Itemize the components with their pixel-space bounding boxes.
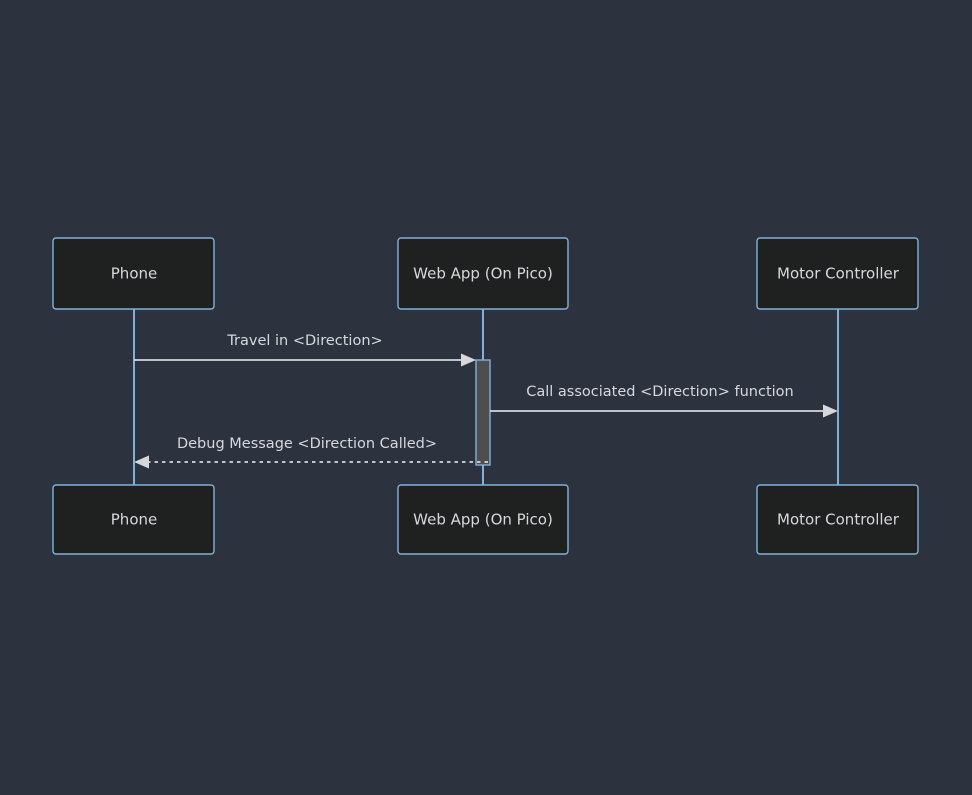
participant-label: Web App (On Pico) — [413, 511, 553, 529]
arrow-head-right-icon — [823, 404, 838, 418]
participant-label: Web App (On Pico) — [413, 265, 553, 283]
participant-top-phone[interactable]: Phone — [52, 237, 215, 310]
participant-label: Phone — [111, 511, 157, 529]
participant-box — [397, 237, 569, 310]
participant-label: Phone — [111, 265, 157, 283]
message-call-function: Call associated <Direction> function — [490, 384, 838, 418]
participant-box — [756, 237, 919, 310]
participant-top-motor[interactable]: Motor Controller — [756, 237, 919, 310]
participant-bottom-webapp[interactable]: Web App (On Pico) — [397, 484, 569, 555]
participant-label: Motor Controller — [777, 511, 900, 529]
arrow-head-left-icon — [134, 455, 149, 469]
participant-label: Motor Controller — [777, 265, 900, 283]
activation-box-webapp — [475, 359, 491, 466]
message-label: Debug Message <Direction Called> — [177, 436, 437, 452]
participant-box — [756, 484, 919, 555]
participant-box — [52, 484, 215, 555]
participant-top-webapp[interactable]: Web App (On Pico) — [397, 237, 569, 310]
message-travel: Travel in <Direction> — [134, 333, 476, 367]
message-debug: Debug Message <Direction Called> — [134, 436, 488, 469]
message-label: Call associated <Direction> function — [526, 384, 794, 400]
participant-box — [52, 237, 215, 310]
activations-layer — [475, 359, 491, 466]
participants-bottom: Phone Web App (On Pico) Motor Controller — [52, 484, 919, 555]
arrow-head-right-icon — [461, 353, 476, 367]
participant-box — [397, 484, 569, 555]
participant-bottom-motor[interactable]: Motor Controller — [756, 484, 919, 555]
participant-bottom-phone[interactable]: Phone — [52, 484, 215, 555]
message-label: Travel in <Direction> — [226, 333, 382, 349]
participants-top: Phone Web App (On Pico) Motor Controller — [52, 237, 919, 310]
